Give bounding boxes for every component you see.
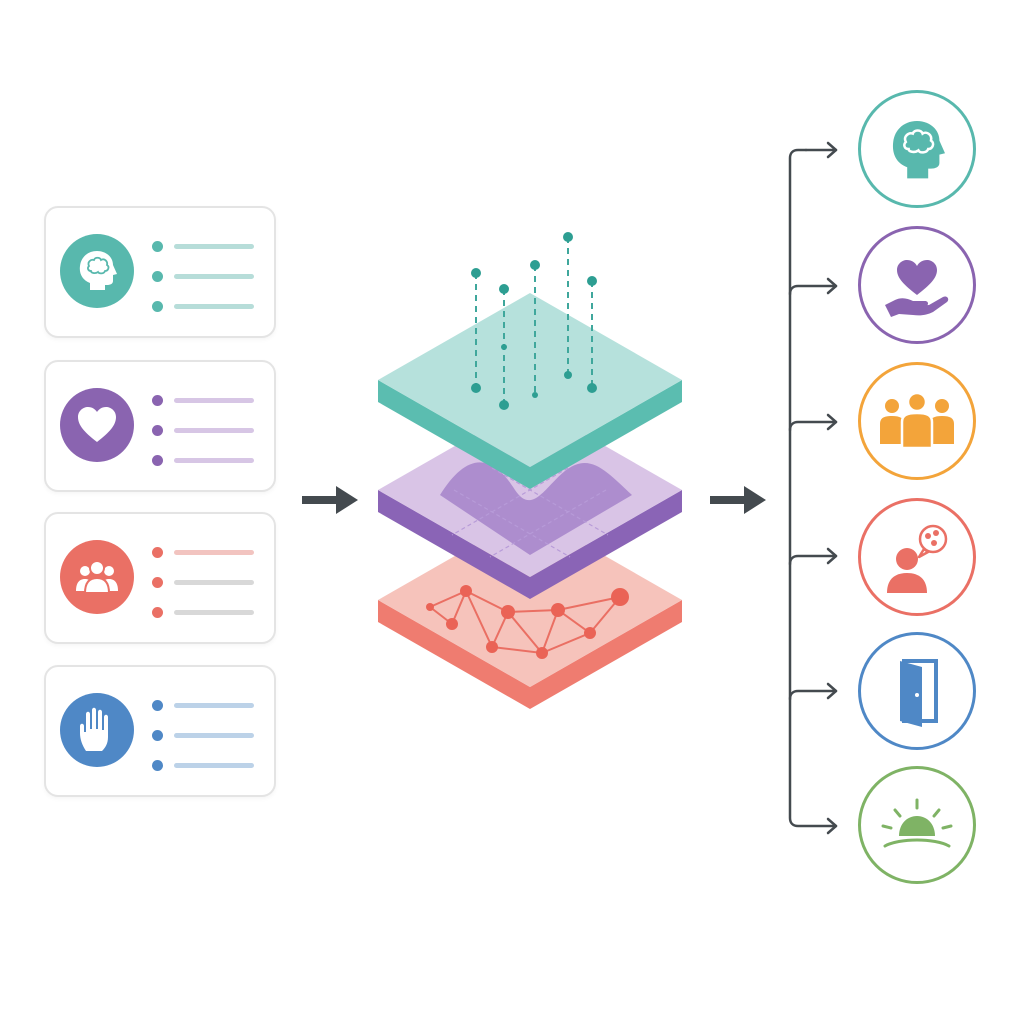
branch-connector — [780, 140, 850, 840]
text-placeholder-line — [174, 703, 254, 708]
open-door-icon — [900, 659, 938, 727]
person-speech-icon — [887, 524, 948, 593]
top-layer — [378, 232, 682, 489]
bullet-dot — [152, 271, 163, 282]
bullet-dot — [152, 577, 163, 588]
middle-layer — [378, 403, 682, 599]
arrow-right-icon — [708, 482, 768, 518]
arrow-right-icon — [300, 482, 360, 518]
text-placeholder-line — [174, 580, 254, 585]
bullet-dot — [152, 455, 163, 466]
input-card-boundaries — [44, 665, 276, 797]
text-placeholder-line — [174, 244, 254, 249]
group-people-icon — [60, 540, 134, 614]
bottom-layer — [378, 513, 682, 709]
text-placeholder-line — [174, 610, 254, 615]
bullet-dot — [152, 730, 163, 741]
input-card-mind — [44, 206, 276, 338]
bullet-dot — [152, 301, 163, 312]
bullet-dot — [152, 547, 163, 558]
head-brain-icon — [60, 234, 134, 308]
bullet-dot — [152, 425, 163, 436]
text-placeholder-line — [174, 428, 254, 433]
outcome-communication — [858, 498, 976, 616]
sunrise-icon — [881, 798, 953, 848]
text-placeholder-line — [174, 304, 254, 309]
outcome-care — [858, 226, 976, 344]
heart-icon — [60, 388, 134, 462]
bullet-dot — [152, 760, 163, 771]
bullet-dot — [152, 700, 163, 711]
layer-stack — [370, 225, 690, 715]
outcome-mind — [858, 90, 976, 208]
text-placeholder-line — [174, 458, 254, 463]
raised-hand-icon — [60, 693, 134, 767]
text-placeholder-line — [174, 550, 254, 555]
text-placeholder-line — [174, 274, 254, 279]
outcome-hope — [858, 766, 976, 884]
outcome-opportunity — [858, 632, 976, 750]
text-placeholder-line — [174, 763, 254, 768]
text-placeholder-line — [174, 398, 254, 403]
bullet-dot — [152, 395, 163, 406]
group-people-icon — [880, 391, 954, 450]
text-placeholder-line — [174, 733, 254, 738]
outcome-community — [858, 362, 976, 480]
input-card-emotion — [44, 360, 276, 492]
bullet-dot — [152, 241, 163, 252]
bullet-dot — [152, 607, 163, 618]
head-brain-icon — [892, 121, 945, 179]
heart-in-hand-icon — [885, 260, 949, 317]
input-card-social — [44, 512, 276, 644]
